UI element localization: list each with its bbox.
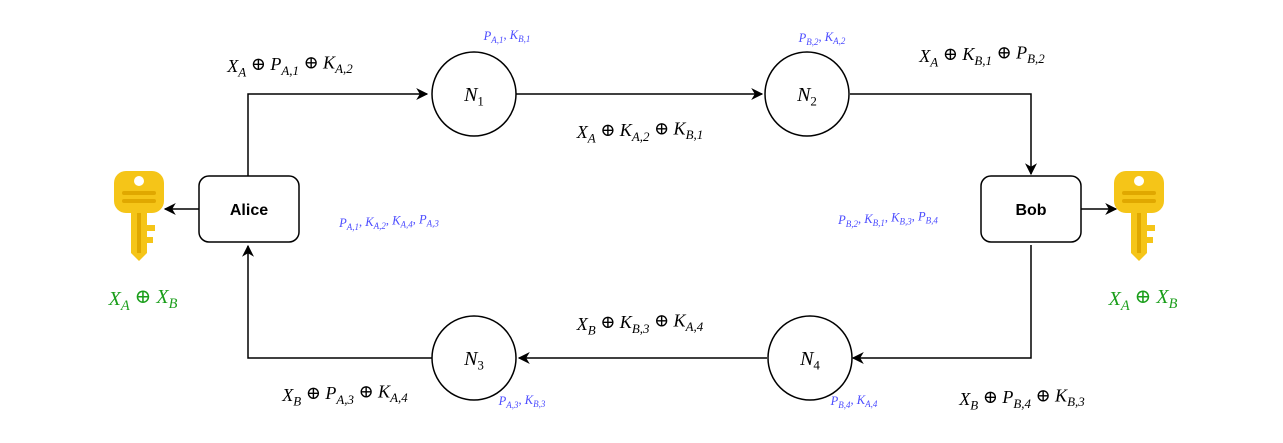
node-n2: N2 bbox=[764, 51, 850, 137]
edge-n3-to-alice bbox=[242, 244, 432, 359]
edge-n2-to-bob bbox=[850, 93, 1037, 176]
edge-label-n3-to-alice: XB​ ⊕ PA,3​ ⊕ KA,4​ bbox=[281, 381, 408, 408]
alice-box: Alice bbox=[198, 175, 300, 243]
edge-label-n1-to-n2: XA​ ⊕ KA,2​ ⊕ KB,1​ bbox=[576, 118, 703, 145]
bob-label: Bob bbox=[1015, 202, 1046, 219]
key-icon bbox=[114, 171, 164, 261]
edge-label-n4-to-n3: XB​ ⊕ KB,3​ ⊕ KA,4​ bbox=[576, 310, 704, 337]
edges bbox=[163, 88, 1118, 364]
edge-alice-to-n1 bbox=[247, 88, 429, 176]
params-n1: PA,1​, KB,1​ bbox=[483, 28, 531, 45]
key-icon bbox=[1114, 171, 1164, 261]
params-bob: PB,2​, KB,1​, KB,3​, PB,4​ bbox=[837, 209, 938, 229]
edge-label-bob-to-n4: XB​ ⊕ PB,4​ ⊕ KB,3​ bbox=[958, 385, 1085, 412]
node-n4: N4 bbox=[767, 315, 853, 401]
params-n4: PB,4​, KA,4​ bbox=[830, 393, 878, 410]
node-n1-label: N1 bbox=[463, 84, 484, 109]
node-n2-label: N2 bbox=[796, 84, 817, 109]
node-n1: N1 bbox=[431, 51, 517, 137]
edge-label-n2-to-bob: XA​ ⊕ KB,1​ ⊕ PB,2​ bbox=[918, 42, 1045, 69]
alice-label: Alice bbox=[230, 202, 268, 219]
bob-box: Bob bbox=[980, 175, 1082, 243]
edge-label-alice-to-n1: XA​ ⊕ PA,1​ ⊕ KA,2​ bbox=[226, 52, 353, 79]
shared-key-bob: XA​ ⊕ XB​ bbox=[1108, 286, 1178, 314]
node-n3-label: N3 bbox=[463, 348, 484, 373]
params-n2: PB,2​, KA,2​ bbox=[798, 30, 846, 47]
node-n3: N3 bbox=[431, 315, 517, 401]
params-n3: PA,3​, KB,3​ bbox=[498, 393, 546, 410]
node-n4-label: N4 bbox=[799, 348, 820, 373]
edge-bob-to-n4 bbox=[851, 245, 1032, 364]
shared-key-alice: XA​ ⊕ XB​ bbox=[108, 286, 178, 314]
params-alice: PA,1​, KA,2​, KA,4​, PA,3​ bbox=[338, 212, 439, 232]
